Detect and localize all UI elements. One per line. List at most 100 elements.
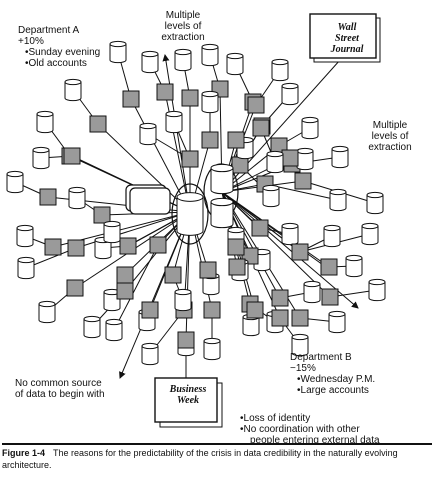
database-cylinder	[38, 300, 56, 324]
central-terminal	[129, 187, 171, 215]
multiple-levels-line: extraction	[161, 32, 205, 43]
extraction-arrow	[162, 54, 191, 213]
central-database	[210, 197, 234, 229]
extraction-arrow	[119, 211, 191, 379]
database-cylinder	[323, 224, 341, 248]
database-cylinder	[203, 337, 221, 361]
department-b-item: •Wednesday P.M.	[297, 374, 376, 385]
database-cylinder	[368, 278, 386, 302]
central-database	[176, 192, 204, 236]
database-cylinder	[139, 122, 157, 146]
process-square	[231, 156, 249, 174]
process-square	[227, 131, 245, 149]
database-cylinder	[366, 191, 384, 215]
database-cylinder	[303, 280, 321, 304]
database-cylinder	[201, 90, 219, 114]
process-square	[66, 279, 84, 297]
figure-number: Figure 1-4	[2, 448, 46, 458]
database-cylinder	[141, 342, 159, 366]
process-square	[294, 172, 312, 190]
process-square	[93, 206, 111, 224]
database-cylinder	[291, 333, 309, 357]
no-common-line: No common source	[15, 378, 102, 389]
process-square	[227, 238, 245, 256]
process-square	[141, 301, 159, 319]
process-square	[89, 115, 107, 133]
loss-line: people entering external data	[250, 435, 380, 446]
extraction-arrow	[221, 191, 331, 271]
process-square	[181, 89, 199, 107]
connector-line	[113, 244, 159, 331]
wsj-box	[309, 13, 377, 59]
database-cylinder	[262, 184, 280, 208]
process-square	[67, 239, 85, 257]
department-a-item: •Old accounts	[25, 58, 87, 69]
database-cylinder	[345, 254, 363, 278]
process-square	[271, 289, 289, 307]
process-square	[149, 236, 167, 254]
department-a-label: Department A +10% •Sunday evening •Old a…	[18, 25, 100, 69]
loss-line: •Loss of identity	[240, 413, 311, 424]
process-square	[246, 301, 264, 319]
process-square	[228, 258, 246, 276]
department-b-item: •Large accounts	[297, 385, 369, 396]
multiple-levels-line: levels of	[371, 131, 409, 142]
database-cylinder	[32, 146, 50, 170]
multiple-levels-line: Multiple	[372, 120, 408, 131]
process-square	[271, 309, 289, 327]
database-cylinder	[301, 116, 319, 140]
database-cylinder	[296, 147, 314, 171]
wall-street-journal-label: Wall Street Journal	[314, 22, 380, 55]
database-cylinder	[6, 170, 24, 194]
process-square	[320, 258, 338, 276]
wsj-line: Journal	[330, 44, 364, 55]
wsj-line: Street	[335, 33, 359, 44]
process-square	[116, 266, 134, 284]
database-cylinder	[328, 310, 346, 334]
process-square	[251, 219, 269, 237]
process-square	[321, 288, 339, 306]
caption-text: The reasons for the predictability of th…	[2, 448, 398, 470]
business-week-box	[154, 377, 218, 423]
multiple-levels-top-label: Multiple levels of extraction	[148, 10, 218, 43]
department-a-title: Department A	[18, 25, 80, 36]
multiple-levels-right-label: Multiple levels of extraction	[352, 120, 428, 153]
process-square	[252, 119, 270, 137]
business-week-line: Week	[176, 395, 200, 406]
database-cylinder	[103, 220, 121, 244]
department-b-change: −15%	[290, 363, 316, 374]
database-cylinder	[16, 224, 34, 248]
process-square	[177, 331, 195, 349]
process-square	[291, 243, 309, 261]
no-common-source-label: No common source of data to begin with	[15, 378, 105, 400]
no-common-line: of data to begin with	[15, 389, 105, 400]
network-diagram	[6, 13, 386, 428]
process-square	[201, 131, 219, 149]
process-square	[281, 149, 299, 167]
database-cylinder	[174, 48, 192, 72]
database-cylinder	[361, 222, 379, 246]
database-cylinder	[141, 50, 159, 74]
connector-line	[221, 191, 331, 298]
process-square	[164, 266, 182, 284]
process-square	[181, 150, 199, 168]
process-square	[203, 301, 221, 319]
multiple-levels-line: extraction	[368, 142, 412, 153]
central-database	[210, 163, 234, 195]
database-cylinder	[165, 110, 183, 134]
process-square	[63, 147, 81, 165]
database-cylinder	[36, 110, 54, 134]
process-square	[119, 237, 137, 255]
wsj-line: Wall	[337, 22, 357, 33]
database-cylinder	[83, 315, 101, 339]
caption-rule	[2, 443, 432, 445]
process-square	[291, 309, 309, 327]
database-cylinder	[201, 43, 219, 67]
database-cylinder	[329, 188, 347, 212]
database-cylinder	[271, 58, 289, 82]
process-square	[122, 90, 140, 108]
hub-ring	[171, 183, 209, 245]
loss-of-identity-label: •Loss of identity •No coordination with …	[240, 413, 380, 446]
database-cylinder	[109, 40, 127, 64]
